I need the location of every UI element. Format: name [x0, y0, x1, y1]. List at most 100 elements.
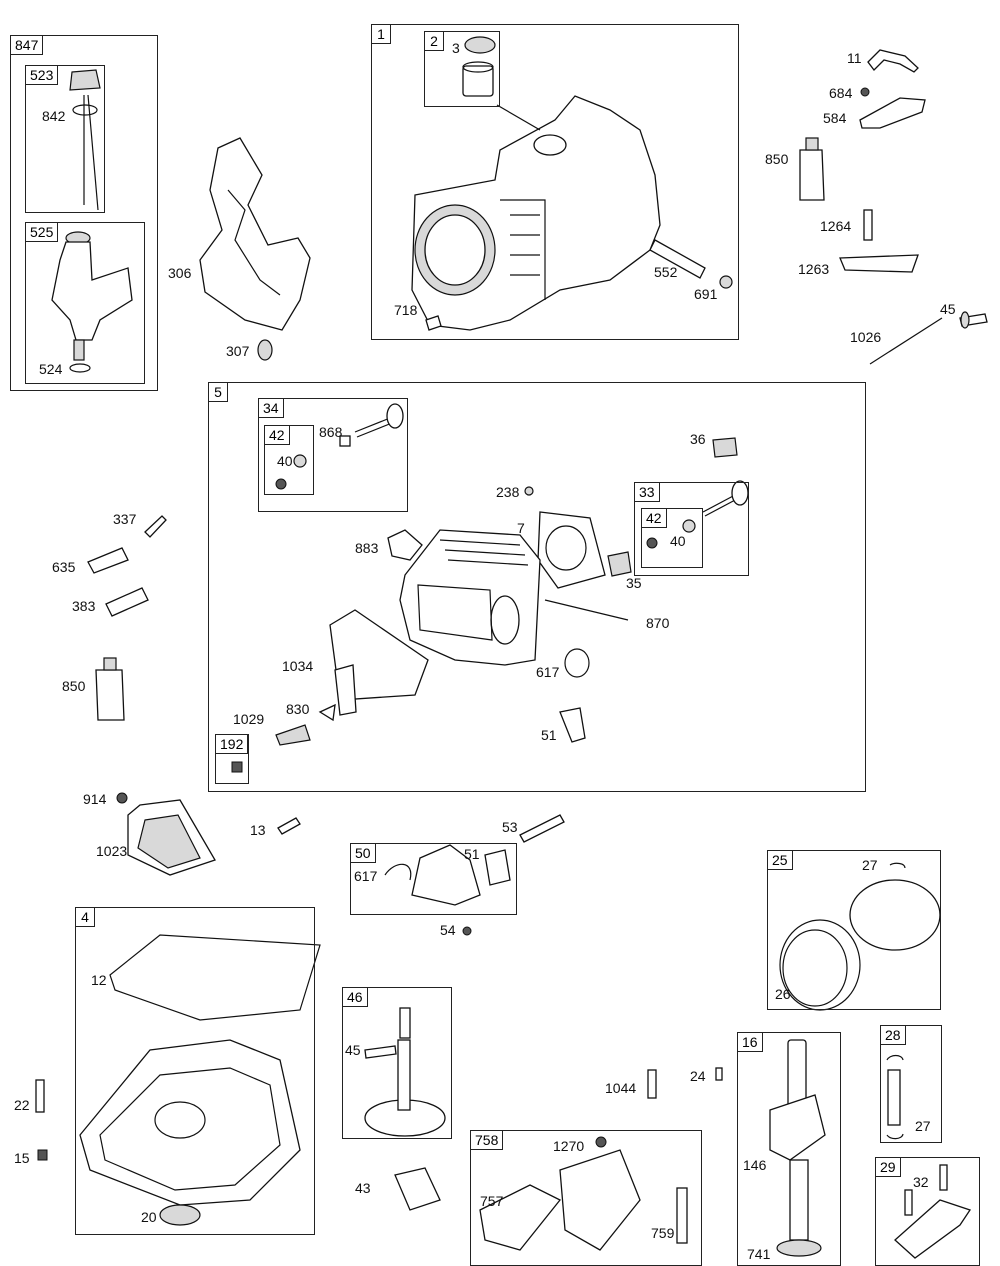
- box-25: 25: [767, 850, 941, 1010]
- pin-24: [715, 1067, 723, 1081]
- piston-25: [779, 862, 941, 1011]
- pin-552: [649, 239, 706, 279]
- part-label: 870: [646, 615, 670, 631]
- part-label: 53: [502, 819, 518, 835]
- part-label: 7: [517, 520, 525, 536]
- part-label: 684: [829, 85, 853, 101]
- oring-617: [564, 648, 590, 678]
- part-label: 20: [141, 1209, 157, 1225]
- part-label: 36: [690, 431, 706, 447]
- part-label: 1270: [553, 1138, 585, 1154]
- part-label: 51: [464, 846, 480, 862]
- sealant-tube-850-top: [799, 149, 825, 201]
- part-label: 307: [226, 343, 250, 359]
- part-label: 1026: [850, 329, 882, 345]
- bracket-584: [859, 97, 926, 129]
- bolt-22: [35, 1079, 45, 1113]
- part-label: 24: [690, 1068, 706, 1084]
- valve-33: [702, 480, 749, 517]
- box-label: 4: [75, 907, 95, 927]
- part-label: 850: [62, 678, 86, 694]
- cylinder-head-870: [399, 529, 541, 666]
- box-label: 29: [875, 1157, 901, 1177]
- part-label: 383: [72, 598, 96, 614]
- box-34: 34: [258, 398, 408, 512]
- part-label: 635: [52, 559, 76, 575]
- gasket-883: [387, 529, 423, 561]
- bolt-1264: [863, 209, 873, 241]
- washer-691: [719, 275, 733, 289]
- stud-53: [519, 814, 565, 843]
- part-label: 914: [83, 791, 107, 807]
- part-label: 757: [480, 1193, 504, 1209]
- part-label: 584: [823, 110, 847, 126]
- box-label: 2: [424, 31, 444, 51]
- connecting-rod-29: [894, 1199, 972, 1259]
- part-label: 741: [747, 1246, 771, 1262]
- gasket-12: [109, 934, 321, 1021]
- part-label: 1034: [282, 658, 314, 674]
- part-383: [105, 587, 149, 617]
- spark-plug-337: [144, 515, 167, 538]
- box-label: 1: [371, 24, 391, 44]
- part-label: 1264: [820, 218, 852, 234]
- part-label: 15: [14, 1150, 30, 1166]
- part-label: 842: [42, 108, 66, 124]
- seal-3: [462, 36, 496, 97]
- part-label: 617: [354, 868, 378, 884]
- crankshaft-16: [769, 1039, 826, 1257]
- part-label: 1263: [798, 261, 830, 277]
- governor-43: [394, 1167, 441, 1211]
- box-label: 525: [25, 222, 59, 242]
- part-label: 617: [536, 664, 560, 680]
- part-label: 850: [765, 151, 789, 167]
- box-label: 5: [208, 382, 228, 402]
- valve-cover-1023: [127, 799, 216, 876]
- part-label: 40: [670, 533, 686, 549]
- part-label: 868: [319, 424, 343, 440]
- valve-34: [339, 403, 404, 447]
- screw-1044: [647, 1069, 657, 1099]
- pin-718: [425, 315, 442, 331]
- part-label: 22: [14, 1097, 30, 1113]
- part-label: 718: [394, 302, 418, 318]
- box-label: 523: [25, 65, 59, 85]
- gasket-7: [537, 511, 606, 589]
- plug-15: [37, 1149, 48, 1161]
- box-50: 50: [350, 843, 517, 915]
- part-label: 35: [626, 575, 642, 591]
- spring-36: [712, 437, 738, 458]
- part-label: 238: [496, 484, 520, 500]
- sealant-tube-850-left: [95, 669, 125, 721]
- part-label: 13: [250, 822, 266, 838]
- gasket-51: [559, 707, 586, 743]
- part-label: 40: [277, 453, 293, 469]
- clip-1029: [275, 724, 311, 746]
- part-label: 759: [651, 1225, 675, 1241]
- part-label: 1023: [96, 843, 128, 859]
- part-label: 524: [39, 361, 63, 377]
- part-label: 43: [355, 1180, 371, 1196]
- tube-759: [676, 1187, 688, 1244]
- box-label: 46: [342, 987, 368, 1007]
- part-label: 830: [286, 701, 310, 717]
- part-label: 1029: [233, 711, 265, 727]
- box-label: 42: [641, 508, 667, 528]
- plate-1263: [839, 254, 919, 273]
- box-523: 523: [25, 65, 105, 213]
- box-33: 33: [634, 482, 749, 576]
- spark-plug-boot-635: [87, 547, 129, 574]
- box-758: 758: [470, 1130, 702, 1266]
- seal-20: [159, 1204, 201, 1226]
- sump-4: [79, 1039, 301, 1206]
- dipstick-tube-525: [51, 231, 133, 373]
- part-label: 11: [847, 50, 862, 66]
- hose-11: [867, 49, 919, 73]
- part-label: 54: [440, 922, 456, 938]
- spring-35: [607, 551, 632, 577]
- part-label: 27: [862, 857, 878, 873]
- part-label: 3: [452, 40, 460, 56]
- camshaft-46: [364, 1007, 446, 1137]
- part-label: 552: [654, 264, 678, 280]
